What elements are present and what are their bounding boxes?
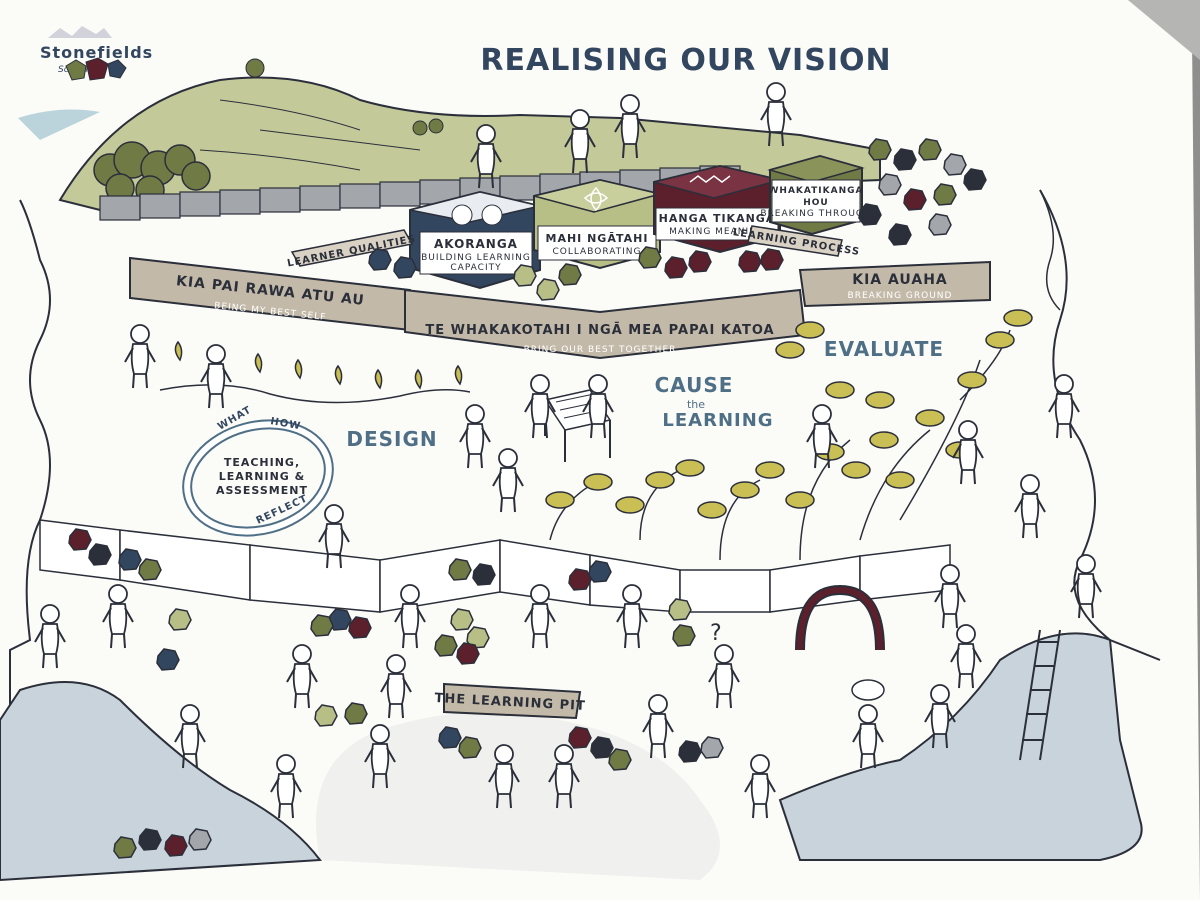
planter-boxes [39,519,951,613]
step-title: WHAKATIKANGA [769,186,864,196]
ladder [1019,629,1061,761]
label-the: the [687,398,705,411]
step-mahi-ngatahi: MAHI NGĀTAHI COLLABORATING [533,178,661,270]
question-mark-icon: ? [710,621,722,646]
banner-subtitle: BRING OUR BEST TOGETHER [524,345,677,355]
school-logo: Stonefields School [40,26,153,81]
step-akoranga: AKORANGA BUILDING LEARNING CAPACITY [409,190,541,290]
step-subtitle: BUILDING LEARNING [421,253,531,263]
paper-shadow [1128,0,1200,60]
banner-te-whakakotahi: TE WHAKAKOTAHI I NGĀ MEA PAPAI KATOA BRI… [404,288,807,360]
cycle-line: ASSESSMENT [216,484,308,497]
winding-path [1039,189,1061,311]
step-title: MAHI NGĀTAHI [546,232,649,245]
poster-title: REALISING OUR VISION [480,43,891,78]
ground-outline-left [9,199,51,860]
logo-name: Stonefields [40,43,153,62]
step-subtitle: BREAKING THROUGH [760,209,871,219]
label-cause: CAUSE [655,373,734,397]
step-title: AKORANGA [434,237,518,251]
cliff-left [0,681,322,882]
thought-bubble-icon [851,679,885,701]
teaching-learning-cycle: WHAT HOW REFLECT TEACHING, LEARNING & AS… [182,404,334,537]
step-title: HANGA TIKANGA [659,212,776,225]
rock-arch-inner [797,586,883,651]
banner-title: KIA AUAHA [852,272,948,288]
banner-subtitle: BREAKING GROUND [848,291,953,301]
banner-title: TE WHAKAKOTAHI I NGĀ MEA PAPAI KATOA [425,323,774,338]
cycle-line: LEARNING & [219,470,305,483]
step-title: HOU [803,198,829,208]
vine-garden [545,309,1033,561]
cycle-how: HOW [269,416,301,432]
label-design: DESIGN [346,427,437,451]
cycle-line: TEACHING, [224,456,300,469]
banner-kia-auaha: KIA AUAHA BREAKING GROUND [798,260,991,308]
step-whakatikanga-hou: WHAKATIKANGA HOU BREAKING THROUGH [760,154,871,236]
step-hanga-tikanga: HANGA TIKANGA MAKING MEANING [653,164,781,254]
step-subtitle: CAPACITY [450,263,501,273]
label-evaluate: EVALUATE [824,337,944,361]
step-subtitle: MAKING MEANING [669,227,765,237]
label-learning: LEARNING [662,410,773,431]
step-subtitle: COLLABORATING [552,247,641,257]
